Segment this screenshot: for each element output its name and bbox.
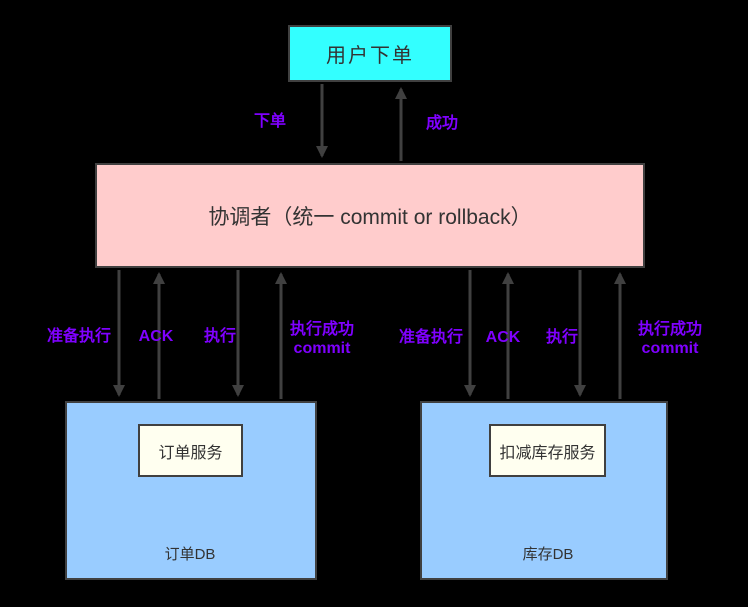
edge-label-right-commit-line1: 执行成功: [637, 321, 702, 338]
edge-label-left-commit: 执行成功 commit: [282, 320, 362, 358]
edge-label-left-ack: ACK: [138, 328, 174, 345]
node-inventory-service-label: 扣减库存服务: [499, 444, 596, 462]
edge-label-left-prepare: 准备执行: [46, 328, 111, 345]
edge-label-success: 成功: [425, 115, 458, 132]
order-db-label: 订单DB: [164, 546, 216, 563]
node-user-order: 用户下单: [288, 25, 452, 82]
edge-label-right-commit-line2: commit: [641, 340, 699, 357]
node-order-service-label: 订单服务: [158, 444, 223, 462]
edge-label-right-ack: ACK: [485, 329, 521, 346]
edge-label-left-commit-line1: 执行成功: [289, 321, 354, 338]
edge-label-place-order: 下单: [253, 113, 286, 130]
edge-label-right-commit: 执行成功 commit: [630, 320, 710, 358]
edge-label-left-commit-line2: commit: [293, 340, 351, 357]
node-coordinator-label: 协调者（统一 commit or rollback）: [208, 205, 532, 229]
edge-label-left-execute: 执行: [203, 328, 236, 345]
edge-label-right-prepare: 准备执行: [398, 329, 463, 346]
edge-label-right-execute: 执行: [545, 329, 578, 346]
inventory-db-label: 库存DB: [522, 546, 574, 563]
node-coordinator: 协调者（统一 commit or rollback）: [95, 163, 645, 268]
node-user-order-label: 用户下单: [326, 45, 414, 67]
node-inventory-service: 扣减库存服务: [489, 424, 606, 477]
node-order-service: 订单服务: [138, 424, 243, 477]
